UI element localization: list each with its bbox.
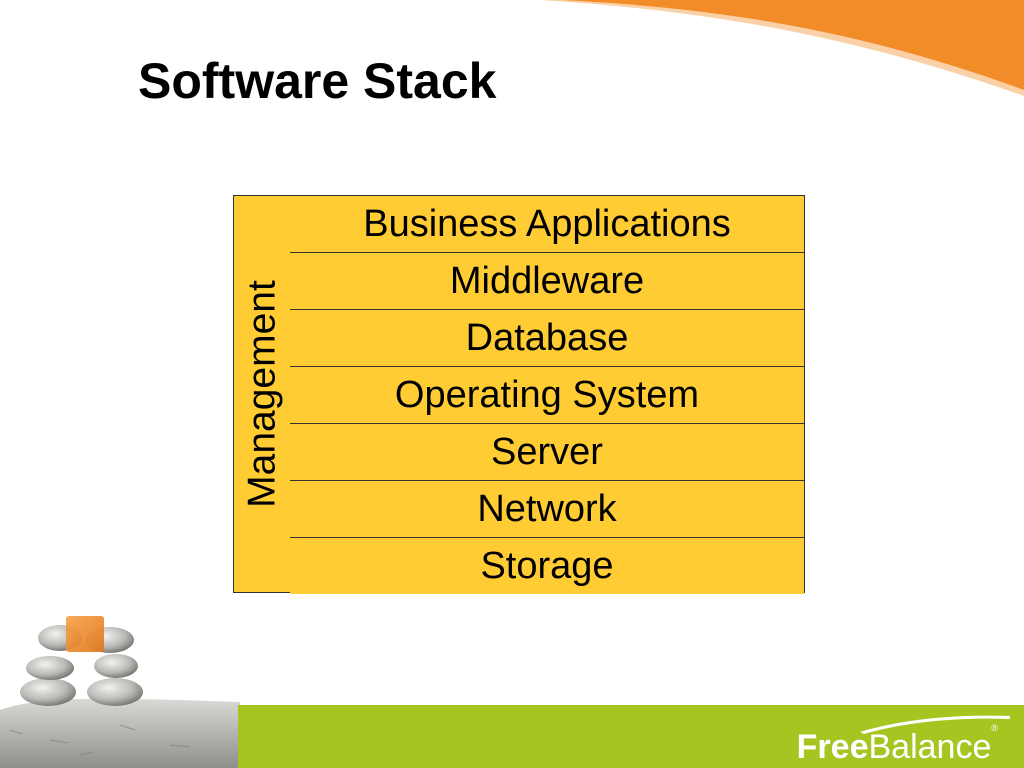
layer-network: Network [290, 481, 804, 538]
footer-green-bar [238, 705, 1024, 768]
layer-server: Server [290, 424, 804, 481]
orange-swoosh-decoration [540, 0, 1024, 96]
registered-mark: ® [991, 723, 998, 733]
layer-storage: Storage [290, 538, 804, 594]
brand-name-part2: Balance [868, 728, 992, 766]
management-column: Management [233, 195, 291, 593]
stack-layers: Business Applications Middleware Databas… [290, 195, 805, 594]
brand-name-part1: Free [796, 728, 869, 766]
slide-title: Software Stack [138, 53, 497, 109]
freebalance-logo: FreeBalance® [796, 724, 998, 766]
software-stack-diagram: Management Business Applications Middlew… [233, 195, 805, 594]
layer-middleware: Middleware [290, 253, 804, 310]
layer-database: Database [290, 310, 804, 367]
stacked-stones-illustration [0, 616, 240, 768]
layer-operating-system: Operating System [290, 367, 804, 424]
brand-swoosh-mark [860, 715, 1010, 734]
layer-business-applications: Business Applications [290, 196, 804, 253]
management-label: Management [240, 280, 284, 508]
